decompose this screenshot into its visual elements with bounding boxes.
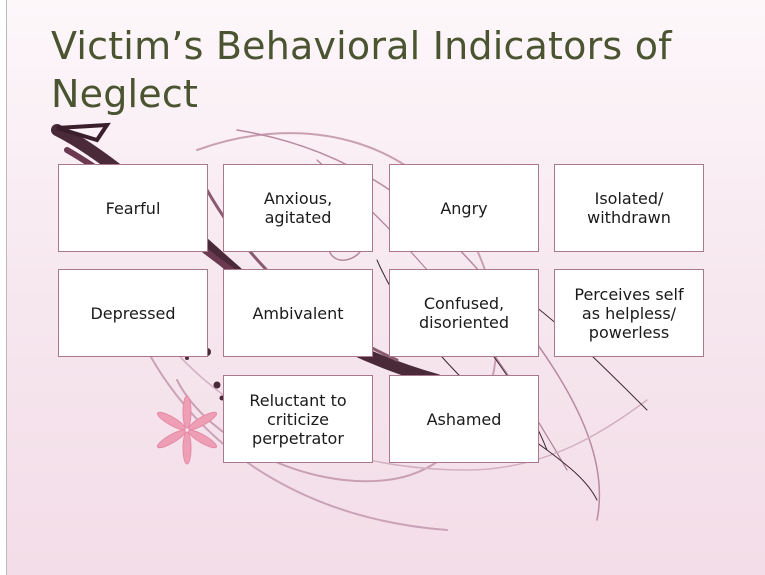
indicator-label: Ashamed [426,409,502,429]
indicator-label: Confused, disoriented [418,294,509,332]
indicator-label: Anxious, agitated [263,189,333,227]
indicator-ashamed: Ashamed [389,375,539,463]
indicator-label: Depressed [90,303,176,323]
indicator-depressed: Depressed [58,269,208,357]
indicator-label: Ambivalent [252,303,344,323]
indicator-helpless-powerless: Perceives self as helpless/ powerless [554,269,704,357]
indicator-reluctant-to-criticize: Reluctant to criticize perpetrator [223,375,373,463]
slide-title: Victim’s Behavioral Indicators of Neglec… [51,24,672,116]
indicator-angry: Angry [389,164,539,252]
indicator-label: Fearful [105,198,161,218]
indicator-fearful: Fearful [58,164,208,252]
indicator-ambivalent: Ambivalent [223,269,373,357]
indicator-label: Isolated/ withdrawn [587,189,671,227]
indicator-anxious-agitated: Anxious, agitated [223,164,373,252]
indicator-label: Reluctant to criticize perpetrator [249,390,347,448]
indicator-confused-disoriented: Confused, disoriented [389,269,539,357]
indicator-label: Angry [440,198,488,218]
indicator-label: Perceives self as helpless/ powerless [574,284,684,342]
slide: Victim’s Behavioral Indicators of Neglec… [6,0,765,575]
indicator-isolated-withdrawn: Isolated/ withdrawn [554,164,704,252]
